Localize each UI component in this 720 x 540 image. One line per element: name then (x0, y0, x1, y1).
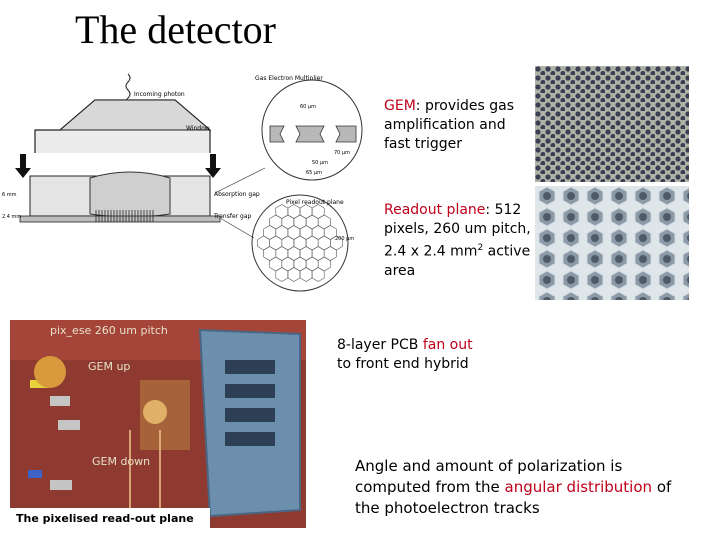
gap-6mm: 6 mm (2, 192, 17, 198)
readout-micrograph (535, 186, 689, 300)
pcb-term: fan out (422, 337, 473, 353)
readout-superscript: 2 (477, 243, 484, 253)
pcb-text-b: to front end hybrid (337, 356, 469, 372)
readout-caption: Readout plane: 512 pixels, 260 um pitch,… (384, 201, 534, 281)
gem-caption: GEM: provides gas amplification and fast… (384, 97, 534, 154)
readout-description: : 512 pixels, 260 um pitch, 2.4 x 2.4 mm (384, 202, 531, 260)
slide-title: The detector (75, 7, 276, 52)
angle-text-b: of the photoelectron tracks (355, 478, 672, 517)
dim-4: 65 µm (306, 170, 322, 176)
window-label: Window (186, 125, 210, 132)
angle-text-a: Angle and amount of polarization is comp… (355, 457, 623, 496)
angle-caption: Angle and amount of polarization is comp… (355, 456, 700, 519)
dim-5: 200 µm (335, 236, 354, 242)
pixel-hexagon (311, 267, 325, 282)
transfer-label: Transfer gap (213, 213, 252, 220)
photon-label: Incoming photon (134, 91, 185, 98)
readout-tail: active area (384, 243, 531, 279)
absorption-label: Absorption gap (214, 191, 260, 198)
pcb-text-a: 8-layer PCB (337, 337, 423, 353)
pcb-caption: 8-layer PCB fan out to front end hybrid (337, 336, 477, 374)
photo-text-gem-down: GEM down (92, 455, 150, 468)
gem-description: : provides gas amplification and fast tr… (384, 98, 515, 152)
pcb-photo: pix_ese 260 um pitch GEM up GEM down The… (10, 320, 306, 528)
dim-3: 50 µm (312, 160, 328, 166)
readout-plane-label: Pixel readout plane (286, 199, 344, 206)
gem-micrograph (535, 66, 689, 182)
photo-text-gem-up: GEM up (88, 360, 130, 373)
angle-term: angular distribution (504, 478, 653, 496)
dim-1: 60 µm (300, 104, 316, 110)
dim-2: 70 µm (334, 150, 350, 156)
photo-caption: The pixelised read-out plane (16, 512, 194, 525)
detector-diagram: Incoming photon Gas Electron Multiplier … (0, 68, 372, 294)
photo-text-pitch: pix_ese 260 um pitch (50, 324, 168, 337)
gem-label: Gas Electron Multiplier (255, 75, 323, 82)
readout-term: Readout plane (384, 202, 486, 218)
gem-term: GEM (384, 98, 416, 114)
gap-24mm: 2.4 mm (2, 214, 21, 220)
